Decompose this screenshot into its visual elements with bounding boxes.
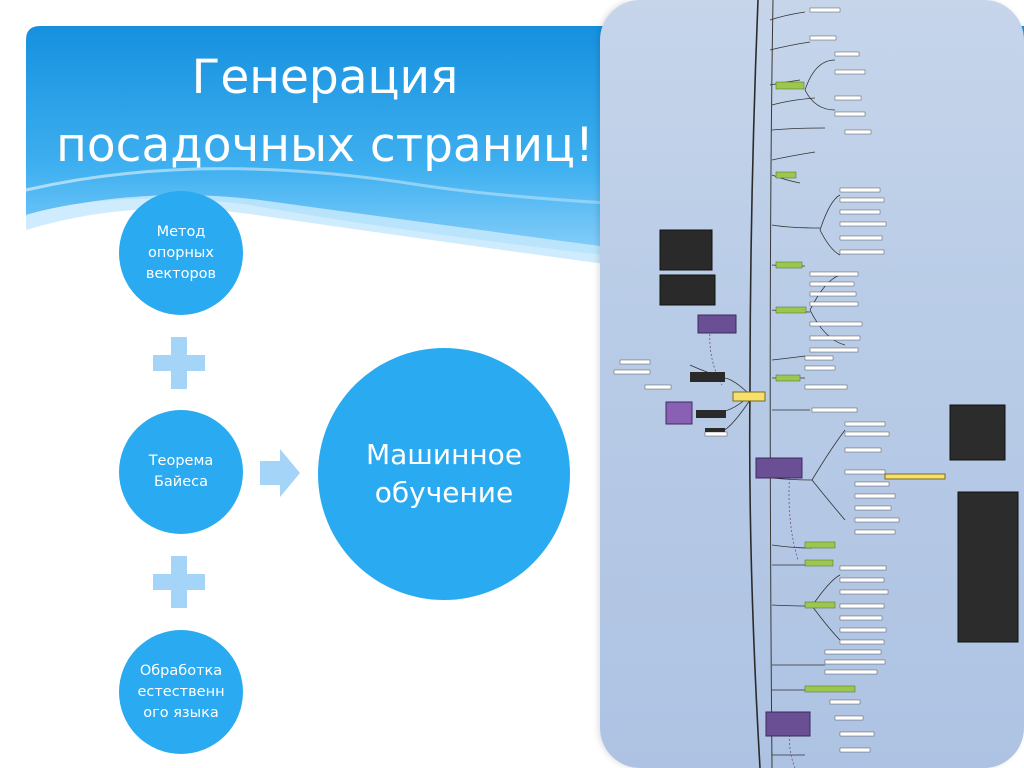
circle-nlp-line: ого языка [143,704,219,721]
circle-nlp: Обработка естественн ого языка [119,630,243,754]
circle-svm-line: векторов [145,265,217,282]
circle-nlp-line: Обработка [139,662,223,679]
circle-bayes-line: Теорема [148,453,214,469]
circle-svm-line: опорных [148,244,214,261]
arrow-right-icon [260,449,300,497]
circle-svm-line: Метод [156,223,206,240]
circle-nlp-line: естественн [137,683,225,700]
mindmap-image [600,0,1024,768]
page-title: Генерация посадочных страниц! [40,44,610,180]
circle-bayes-line: Байеса [153,474,209,490]
plus-icon [153,556,205,608]
title-line-2: посадочных страниц! [56,118,594,173]
plus-icon [153,337,205,389]
circle-ml-line: Машинное [365,438,523,471]
mindmap-graphic [613,0,1019,768]
circle-bayes: Теорема Байеса [119,410,243,534]
circle-ml-line: обучение [374,476,514,509]
circle-ml: Машинное обучение [318,348,570,600]
circle-svm: Метод опорных векторов [119,191,243,315]
title-line-1: Генерация [191,50,459,105]
